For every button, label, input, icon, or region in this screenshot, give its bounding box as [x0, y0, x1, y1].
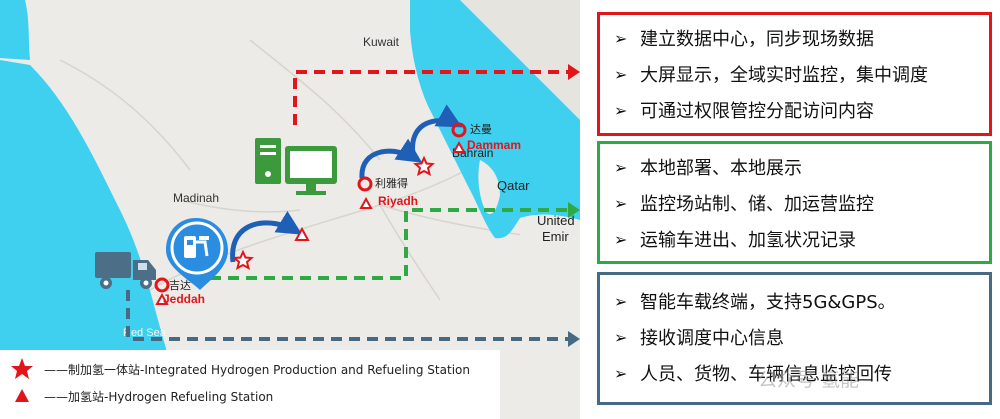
bullet-arrow-icon: ➢: [614, 291, 628, 311]
label-united: United: [537, 213, 575, 228]
label-madinah: Madinah: [173, 191, 219, 205]
production-station-star-1: [232, 249, 254, 270]
city-riyadh-cn: 利雅得: [375, 176, 408, 190]
control-center-computer-icon: [255, 138, 337, 195]
list-item: ➢ 可通过权限管控分配访问内容: [600, 92, 989, 128]
legend-triangle-text: ——加氢站-Hydrogen Refueling Station: [44, 389, 273, 404]
connector-red: [293, 70, 568, 125]
item-text: 接收调度中心信息: [640, 328, 784, 349]
production-station-star-2: [413, 155, 435, 176]
legend-star-icon: [11, 358, 33, 379]
list-item: ➢ 接收调度中心信息: [600, 319, 989, 355]
connector-green: [210, 208, 568, 280]
list-item: ➢ 大屏显示，全域实时监控，集中调度: [600, 56, 989, 92]
list-item: ➢ 监控场站制、储、加运营监控: [600, 185, 989, 221]
bullet-arrow-icon: ➢: [614, 229, 628, 249]
uae-coast: [520, 214, 580, 290]
bullet-arrow-icon: ➢: [614, 64, 628, 84]
bullet-arrow-icon: ➢: [614, 157, 628, 177]
bullet-arrow-icon: ➢: [614, 327, 628, 347]
data-center-panel: ➢ 建立数据中心，同步现场数据 ➢ 大屏显示，全域实时监控，集中调度 ➢ 可通过权限管…: [597, 12, 992, 136]
item-text: 可通过权限管控分配访问内容: [640, 101, 874, 122]
bullet-arrow-icon: ➢: [614, 363, 628, 383]
connector-red-arrow: [568, 64, 580, 80]
list-item: ➢ 运输车进出、加氢状况记录: [600, 221, 989, 257]
bullet-arrow-icon: ➢: [614, 28, 628, 48]
iran-coast: [455, 0, 580, 120]
gulf-of-aqaba: [0, 0, 30, 60]
route-arrow-1: [230, 210, 303, 263]
city-dammam-cn: 达曼: [470, 123, 492, 136]
bullet-arrow-icon: ➢: [614, 193, 628, 213]
connector-green-arrow: [568, 202, 580, 218]
list-item: ➢ 人员、货物、车辆信息监控回传: [600, 355, 989, 391]
station-monitoring-panel: ➢ 本地部署、本地展示 ➢ 监控场站制、储、加运营监控 ➢ 运输车进出、加氢状况记录: [597, 141, 992, 264]
legend: ——制加氢一体站-Integrated Hydrogen Production …: [0, 350, 500, 419]
city-jeddah-cn: 吉达: [169, 279, 191, 292]
item-text: 建立数据中心，同步现场数据: [640, 29, 874, 50]
city-dammam-en: Dammam: [467, 138, 521, 152]
vehicle-terminal-panel: ➢ 智能车载终端，支持5G&GPS。 ➢ 接收调度中心信息 ➢ 人员、货物、车辆信息监…: [597, 272, 992, 405]
connector-blue-arrow: [568, 331, 580, 347]
refueling-station-triangle-1: [294, 226, 310, 241]
item-text: 监控场站制、储、加运营监控: [640, 194, 874, 215]
label-kuwait: Kuwait: [363, 35, 400, 49]
list-item: ➢ 建立数据中心，同步现场数据: [600, 20, 989, 56]
label-qatar: Qatar: [497, 178, 530, 193]
item-text: 本地部署、本地展示: [640, 158, 802, 179]
dammam-marker: [451, 122, 467, 153]
item-text: 智能车载终端，支持5G&GPS。: [640, 292, 896, 313]
legend-star-text: ——制加氢一体站-Integrated Hydrogen Production …: [44, 362, 470, 377]
riyadh-marker: [357, 176, 373, 209]
list-item: ➢ 本地部署、本地展示: [600, 149, 989, 185]
list-item: ➢ 智能车载终端，支持5G&GPS。: [600, 283, 989, 319]
label-emir: Emir: [542, 229, 569, 244]
city-riyadh-en: Riyadh: [378, 194, 418, 208]
item-text: 运输车进出、加氢状况记录: [640, 230, 856, 251]
jeddah-marker: [154, 277, 170, 305]
qatar-peninsula: [478, 160, 500, 215]
connector-blue: [126, 290, 568, 341]
legend-triangle-icon: [15, 389, 29, 402]
hydrogen-truck-icon: [95, 252, 156, 289]
item-text: 人员、货物、车辆信息监控回传: [640, 364, 892, 385]
city-jeddah-en: Jeddah: [163, 292, 205, 306]
watermark: 公众号·氢能: [758, 369, 860, 391]
hydrogen-station-pin-icon: [166, 218, 228, 290]
saudi-arabia-map: Kuwait Madinah Qatar Bahrain United Emir…: [0, 0, 580, 419]
label-red-sea: Red Sea: [123, 327, 167, 339]
item-text: 大屏显示，全域实时监控，集中调度: [640, 65, 928, 86]
route-arrow-3: [410, 104, 463, 161]
bullet-arrow-icon: ➢: [614, 100, 628, 120]
